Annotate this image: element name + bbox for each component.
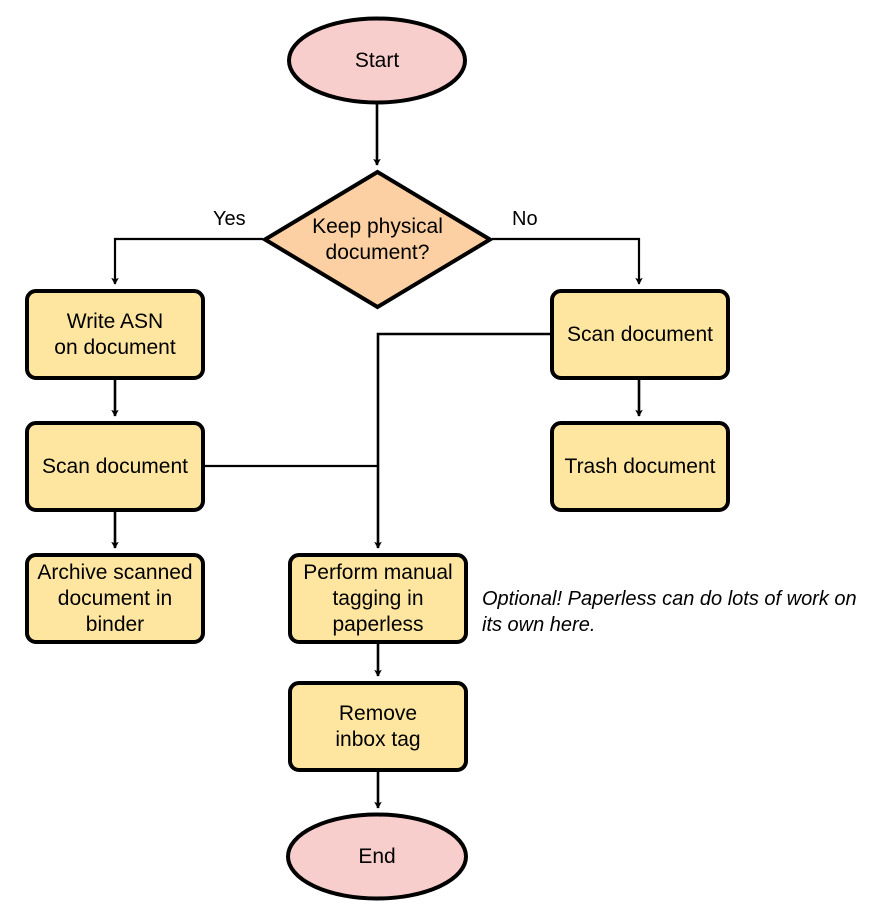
node-trash-shape[interactable] [550,421,730,512]
edge-scan-right-to-manual-tagging [374,332,552,549]
edge-label-yes: Yes [210,208,249,231]
edge-label-no: No [509,208,541,231]
node-archive-binder-shape[interactable] [25,553,205,644]
node-scan-right-shape[interactable] [550,289,730,380]
node-decision-shape[interactable] [261,169,494,310]
node-end-shape[interactable] [286,812,468,901]
edge-decision-to-scan-right [492,237,643,285]
node-write-asn-shape[interactable] [25,289,205,380]
node-manual-tagging-shape[interactable] [288,553,468,644]
optional-note-annotation: Optional! Paperless can do lots of work … [482,588,857,636]
node-start-shape[interactable] [287,16,467,105]
node-remove-inbox-tag-shape[interactable] [288,681,468,772]
edge-decision-to-write-asn [111,237,263,285]
node-scan-left-shape[interactable] [25,421,205,512]
